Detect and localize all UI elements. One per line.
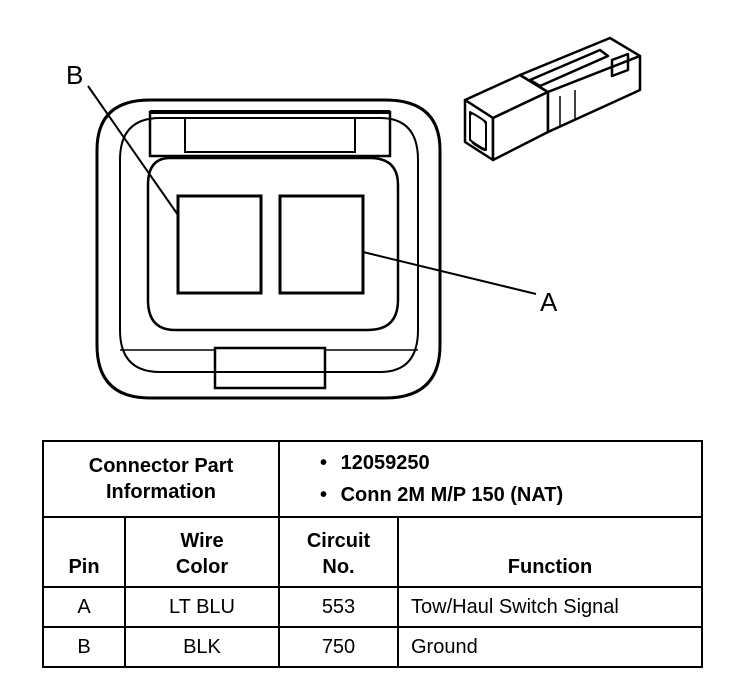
bullet-icon: •	[320, 452, 328, 474]
header-wire-color-line1: Wire	[180, 530, 224, 552]
pin-a-leader	[362, 251, 537, 295]
wire-color-cell: BLK	[124, 626, 280, 668]
part-description: Conn 2M M/P 150 (NAT)	[340, 484, 564, 506]
header-pin: Pin	[42, 516, 126, 588]
pin-cell: A	[42, 586, 126, 628]
circuit-cell: 553	[278, 586, 399, 628]
pin-b-cavity	[176, 194, 263, 295]
function-cell: Tow/Haul Switch Signal	[397, 586, 703, 628]
pin-b-leader	[87, 85, 179, 216]
circuit-cell: 750	[278, 626, 399, 668]
pin-a-label: A	[540, 287, 558, 317]
part-number: 12059250	[340, 452, 430, 474]
part-number-line: • 12059250	[320, 447, 701, 479]
header-circuit-line2: No.	[322, 556, 355, 578]
bullet-icon: •	[320, 484, 328, 506]
part-description-line: • Conn 2M M/P 150 (NAT)	[320, 479, 701, 511]
connector-diagram: B A	[66, 36, 642, 400]
part-info-heading-line1: Connector Part	[88, 455, 234, 477]
header-wire-color: Wire Color	[124, 516, 280, 588]
function-cell: Ground	[397, 626, 703, 668]
pin-a-cavity	[278, 194, 365, 295]
header-circuit: Circuit No.	[278, 516, 399, 588]
part-info-heading-line2: Information	[106, 481, 216, 503]
table-row: B BLK 750 Ground	[42, 626, 703, 668]
wire-color-cell: LT BLU	[124, 586, 280, 628]
table-row: A LT BLU 553 Tow/Haul Switch Signal	[42, 586, 703, 628]
part-info-values: • 12059250 • Conn 2M M/P 150 (NAT)	[278, 440, 703, 518]
part-info-heading: Connector Part Information	[42, 440, 280, 518]
header-wire-color-line2: Color	[175, 556, 229, 578]
connector-face	[95, 98, 442, 400]
header-circuit-line1: Circuit	[306, 530, 371, 552]
header-function: Function	[397, 516, 703, 588]
pin-cell: B	[42, 626, 126, 668]
connector-isometric-icon	[463, 36, 642, 162]
pin-b-label: B	[66, 60, 83, 90]
connector-info-table: Connector Part Information • 12059250 • …	[42, 440, 703, 668]
